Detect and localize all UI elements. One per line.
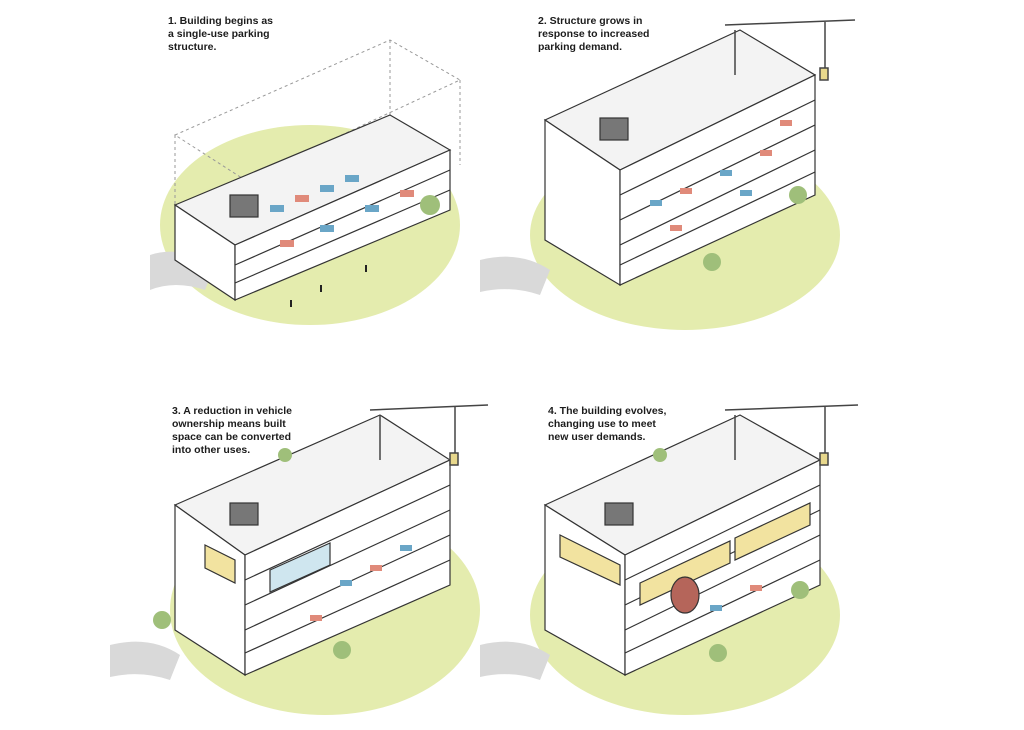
evolved-building bbox=[543, 414, 822, 677]
feature-element bbox=[670, 576, 700, 614]
car-icon bbox=[780, 120, 792, 126]
car-icon bbox=[280, 240, 294, 247]
tree-icon bbox=[333, 641, 351, 659]
car-icon bbox=[720, 170, 732, 176]
stage-1-caption: 1. Building begins as a single-use parki… bbox=[168, 15, 274, 53]
cars bbox=[270, 175, 414, 247]
stage-2-caption: 2. Structure grows in response to increa… bbox=[538, 15, 650, 53]
people bbox=[290, 265, 367, 307]
stage-4-caption: 4. The building evolves, changing use to… bbox=[548, 405, 667, 443]
car-icon bbox=[740, 190, 752, 196]
new-use-space bbox=[559, 534, 621, 586]
converted-space bbox=[204, 544, 236, 584]
car-icon bbox=[650, 200, 662, 206]
tree-icon bbox=[789, 186, 807, 204]
stage-2-illustration bbox=[480, 19, 856, 330]
tree-icon bbox=[153, 611, 171, 629]
crane-icon bbox=[369, 404, 489, 466]
tree-icon bbox=[420, 195, 440, 215]
tree-icon bbox=[653, 448, 667, 462]
person-icon bbox=[320, 285, 322, 292]
stage-2-panel: 2. Structure grows in response to increa… bbox=[480, 0, 860, 340]
stair-core bbox=[599, 117, 629, 141]
converting-building bbox=[173, 414, 452, 677]
stage-3-panel: 3. A reduction in vehicle ownership mean… bbox=[110, 385, 490, 725]
car-icon bbox=[345, 175, 359, 182]
stage-1-illustration bbox=[150, 39, 462, 325]
access-path bbox=[110, 641, 180, 680]
cars bbox=[310, 545, 412, 621]
stage-3-illustration bbox=[110, 404, 489, 715]
access-path bbox=[480, 641, 550, 680]
car-icon bbox=[750, 585, 762, 591]
stage-4-illustration bbox=[480, 404, 859, 715]
new-use-space bbox=[734, 502, 811, 561]
person-icon bbox=[290, 300, 292, 307]
car-icon bbox=[365, 205, 379, 212]
car-icon bbox=[400, 545, 412, 551]
tree-icon bbox=[703, 253, 721, 271]
car-icon bbox=[320, 185, 334, 192]
car-icon bbox=[680, 188, 692, 194]
person-icon bbox=[365, 265, 367, 272]
parking-structure bbox=[173, 114, 452, 302]
stair-core bbox=[229, 194, 259, 218]
stage-1-panel: 1. Building begins as a single-use parki… bbox=[120, 0, 500, 340]
car-icon bbox=[400, 190, 414, 197]
tree-icon bbox=[709, 644, 727, 662]
stage-4-panel: 4. The building evolves, changing use to… bbox=[480, 385, 860, 725]
new-use-space bbox=[639, 540, 731, 606]
converted-space bbox=[269, 542, 331, 593]
car-icon bbox=[670, 225, 682, 231]
tree-icon bbox=[278, 448, 292, 462]
car-icon bbox=[760, 150, 772, 156]
car-icon bbox=[370, 565, 382, 571]
cars bbox=[650, 120, 792, 231]
car-icon bbox=[710, 605, 722, 611]
tree-icon bbox=[791, 581, 809, 599]
car-icon bbox=[340, 580, 352, 586]
expanded-parking-structure bbox=[543, 29, 817, 287]
car-icon bbox=[320, 225, 334, 232]
car-icon bbox=[295, 195, 309, 202]
cars bbox=[710, 585, 762, 611]
car-icon bbox=[270, 205, 284, 212]
car-icon bbox=[310, 615, 322, 621]
stage-3-caption: 3. A reduction in vehicle ownership mean… bbox=[172, 405, 293, 456]
crane-icon bbox=[724, 19, 856, 81]
access-path bbox=[480, 256, 550, 295]
crane-icon bbox=[724, 404, 859, 466]
